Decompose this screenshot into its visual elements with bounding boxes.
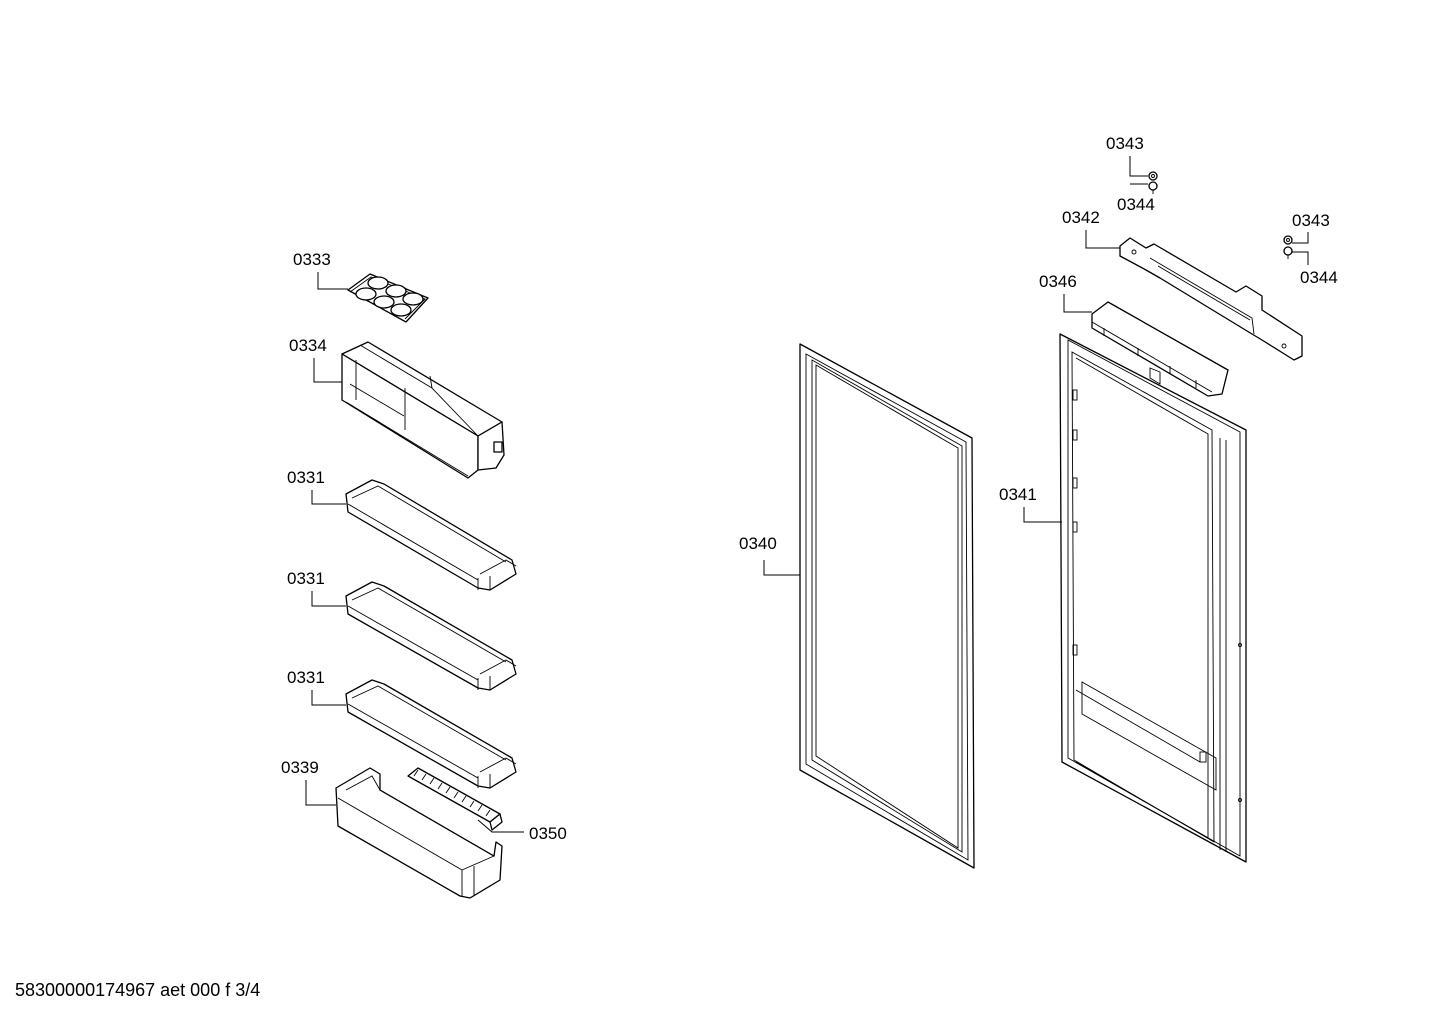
document-id: 58300000174967 aet 000 f 3/4 <box>15 980 261 1000</box>
door-shelf-1-part <box>345 479 517 591</box>
svg-text:0334: 0334 <box>289 336 327 355</box>
label-nut-right: 0343 <box>1292 211 1330 244</box>
door-shelf-2-part <box>345 581 517 691</box>
svg-text:0342: 0342 <box>1062 208 1100 227</box>
label-egg-tray: 0333 <box>293 250 348 290</box>
label-butter-compartment: 0334 <box>289 336 342 383</box>
label-door-gasket: 0340 <box>739 534 800 576</box>
svg-text:0333: 0333 <box>293 250 331 269</box>
label-bottle-shelf: 0339 <box>281 758 336 806</box>
svg-text:0341: 0341 <box>999 485 1037 504</box>
label-door-shelf-1: 0331 <box>287 468 346 505</box>
label-nut-left: 0343 <box>1106 134 1148 177</box>
label-door-inner-liner: 0341 <box>999 485 1062 523</box>
label-top-cover: 0346 <box>1039 272 1092 313</box>
nut-left-part <box>1148 171 1158 181</box>
door-inner-liner-part <box>1059 333 1247 863</box>
svg-text:0331: 0331 <box>287 468 325 487</box>
svg-text:0331: 0331 <box>287 668 325 687</box>
svg-text:0343: 0343 <box>1106 134 1144 153</box>
svg-text:0340: 0340 <box>739 534 777 553</box>
svg-text:0343: 0343 <box>1292 211 1330 230</box>
door-hinge-bracket-part <box>1119 237 1303 361</box>
egg-tray-part <box>347 273 429 323</box>
nut-right-part <box>1283 235 1293 245</box>
svg-text:0339: 0339 <box>281 758 319 777</box>
door-shelf-3-part <box>345 679 517 789</box>
svg-text:0346: 0346 <box>1039 272 1077 291</box>
screw-left-part <box>1148 181 1158 194</box>
svg-text:0344: 0344 <box>1117 195 1155 214</box>
bottle-holder-part <box>407 767 503 831</box>
label-door-shelf-2: 0331 <box>287 569 346 607</box>
label-screw-left: 0344 <box>1117 183 1155 214</box>
label-door-shelf-3: 0331 <box>287 668 346 706</box>
screw-right-part <box>1283 246 1293 259</box>
butter-compartment-part <box>341 341 505 479</box>
svg-text:0331: 0331 <box>287 569 325 588</box>
door-gasket-part <box>799 343 975 869</box>
bottle-shelf-part <box>335 767 503 899</box>
label-door-hinge-bracket: 0342 <box>1062 208 1120 249</box>
top-cover-part <box>1091 301 1229 397</box>
label-screw-right: 0344 <box>1292 251 1338 287</box>
svg-text:0350: 0350 <box>529 824 567 843</box>
label-bottle-holder: 0350 <box>477 819 567 843</box>
svg-text:0344: 0344 <box>1300 268 1338 287</box>
